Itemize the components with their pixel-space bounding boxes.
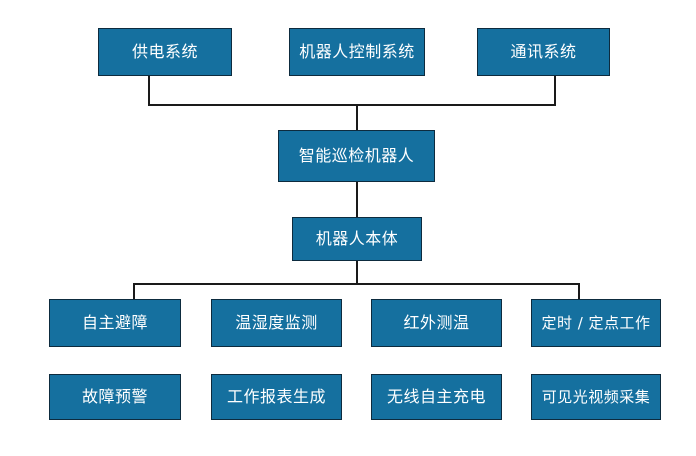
node-label: 无线自主充电: [386, 387, 486, 406]
node-label: 故障预警: [81, 387, 148, 406]
connector-body-to-bus: [356, 261, 358, 285]
node-label: 定时 / 定点工作: [541, 313, 651, 332]
node-label: 红外测温: [403, 313, 470, 332]
connector-bus-to-obstacle-avoidance: [133, 283, 135, 300]
node-fault-early-warning[interactable]: 故障预警: [49, 374, 181, 420]
connector-bus-to-timed-work: [578, 283, 580, 300]
node-visible-light-video-collection[interactable]: 可见光视频采集: [531, 374, 661, 420]
node-label: 通讯系统: [510, 42, 577, 61]
node-autonomous-obstacle-avoidance[interactable]: 自主避障: [49, 299, 181, 347]
connector-bottom-bus: [133, 283, 580, 285]
node-robot-body[interactable]: 机器人本体: [292, 217, 422, 261]
connector-communication-down: [554, 76, 556, 106]
node-label: 可见光视频采集: [541, 387, 651, 406]
node-label: 智能巡检机器人: [298, 146, 415, 165]
node-robot-control-system[interactable]: 机器人控制系统: [289, 28, 425, 76]
connector-top-bus: [148, 104, 556, 106]
node-temperature-humidity-monitoring[interactable]: 温湿度监测: [211, 299, 342, 347]
node-power-supply-system[interactable]: 供电系统: [98, 28, 232, 76]
node-label: 机器人控制系统: [299, 42, 415, 61]
node-label: 工作报表生成: [226, 387, 326, 406]
node-label: 自主避障: [81, 313, 148, 332]
node-intelligent-inspection-robot[interactable]: 智能巡检机器人: [278, 130, 435, 182]
connector-power-supply-down: [148, 76, 150, 106]
node-wireless-autonomous-charging[interactable]: 无线自主充电: [371, 374, 502, 420]
node-timed-fixed-point-work[interactable]: 定时 / 定点工作: [531, 299, 661, 347]
node-label: 机器人本体: [315, 229, 399, 248]
connector-root-to-body: [356, 182, 358, 218]
node-label: 供电系统: [131, 42, 198, 61]
node-infrared-temperature-measurement[interactable]: 红外测温: [371, 299, 502, 347]
node-communication-system[interactable]: 通讯系统: [477, 28, 610, 76]
node-label: 温湿度监测: [235, 313, 318, 332]
connector-bus-to-root: [356, 104, 358, 132]
node-work-report-generation[interactable]: 工作报表生成: [211, 374, 342, 420]
